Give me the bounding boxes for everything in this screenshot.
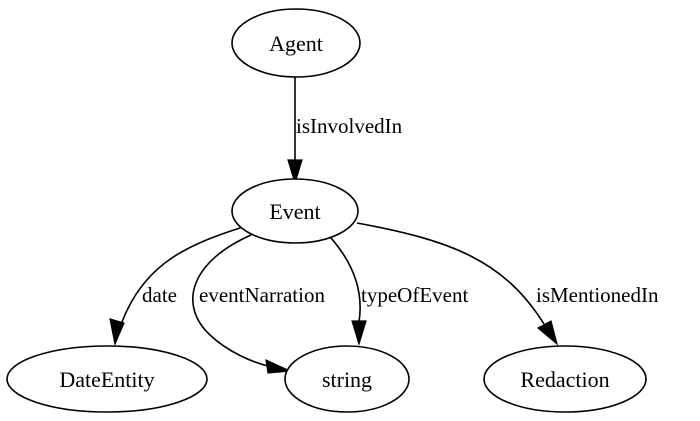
node-string-label: string [322, 367, 372, 392]
edge-is-involved-in: isInvolvedIn [287, 77, 403, 188]
node-date-entity-label: DateEntity [59, 367, 154, 392]
edge-event-narration-line [192, 234, 269, 367]
node-event-label: Event [269, 199, 320, 224]
node-agent-label: Agent [269, 31, 323, 56]
node-event-ellipse [231, 178, 359, 244]
node-date-entity-ellipse [6, 345, 208, 413]
edge-event-narration-arrowhead [265, 358, 293, 374]
edge-event-narration-label: eventNarration [199, 283, 325, 307]
node-string: string [284, 345, 410, 413]
edge-type-of-event: typeOfEvent [330, 237, 468, 347]
edge-type-of-event-line [330, 237, 361, 323]
edge-date-label: date [142, 283, 177, 307]
edge-date-line [121, 226, 244, 323]
edge-date: date [109, 226, 244, 347]
edge-is-mentioned-in-line [356, 222, 545, 325]
edge-is-involved-in-label: isInvolvedIn [296, 114, 403, 138]
edge-date-arrowhead [109, 318, 125, 347]
edge-event-narration: eventNarration [192, 234, 325, 374]
edge-is-mentioned-in-arrowhead [536, 320, 559, 346]
node-date-entity: DateEntity [6, 345, 208, 413]
edge-is-mentioned-in-label: isMentionedIn [536, 283, 659, 307]
edge-is-involved-in-arrowhead [287, 159, 303, 186]
node-agent: Agent [231, 8, 361, 78]
node-string-ellipse [284, 345, 410, 413]
node-agent-ellipse [231, 8, 361, 78]
edge-is-mentioned-in: isMentionedIn [356, 222, 659, 346]
node-event: Event [231, 178, 359, 244]
edge-type-of-event-label: typeOfEvent [361, 283, 468, 307]
edge-type-of-event-arrowhead [351, 320, 367, 347]
node-redaction-label: Redaction [520, 367, 609, 392]
node-redaction: Redaction [483, 345, 647, 413]
node-redaction-ellipse [483, 345, 647, 413]
